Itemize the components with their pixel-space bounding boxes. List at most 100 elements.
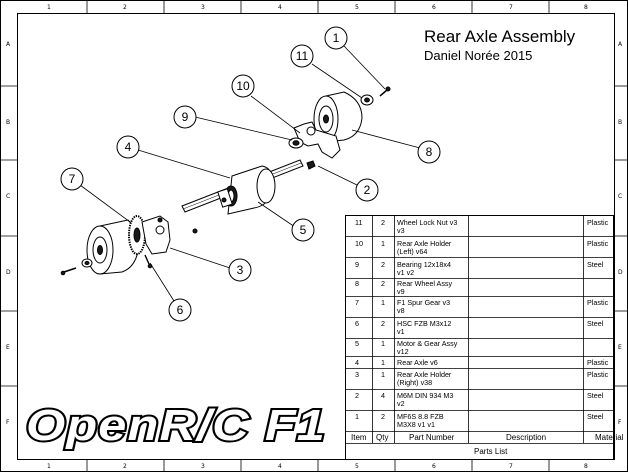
cell-part-number-cont: v1 v2 [397, 268, 414, 277]
leader-6 [149, 262, 175, 302]
cell-material: Steel [587, 412, 604, 421]
balloon-10-label: 10 [236, 79, 250, 93]
zone-col-label: 1 [47, 463, 51, 470]
zone-col-label: 6 [432, 4, 436, 11]
cell-part-number-cont: (Right) v38 [397, 378, 432, 387]
leader-4 [137, 149, 231, 179]
zone-col-label: 5 [355, 463, 359, 470]
parts-row: 5 1 Motor & Gear Assy v12 [355, 339, 458, 356]
zone-labels-left: A B C D E F [6, 41, 11, 426]
cell-item: 2 [355, 391, 359, 400]
balloon-9-circle [173, 105, 197, 129]
balloon-8-label: 8 [426, 145, 433, 159]
cell-part-number: Motor & Gear Assy [397, 339, 458, 348]
header-part-number: Part Number [409, 433, 455, 442]
header-material: Material [595, 433, 624, 442]
zone-labels-bottom: 1 2 3 4 5 6 7 8 [47, 463, 588, 470]
rear-axle-holder-right-shape [141, 215, 171, 255]
cell-part-number-cont: v1 [397, 327, 405, 336]
zone-col-label: 7 [509, 4, 513, 11]
logo-wordmark: OpenR/C F1 [26, 401, 326, 450]
zone-row-label: D [6, 269, 11, 276]
leader-10 [250, 95, 301, 134]
rear-wheel-right-shape [313, 91, 363, 143]
header-description: Description [506, 433, 546, 442]
leader-1 [343, 45, 386, 90]
cell-qty: 2 [381, 279, 385, 288]
cell-qty: 1 [381, 298, 385, 307]
cell-qty: 1 [381, 339, 385, 348]
cell-item: 8 [355, 279, 359, 288]
cell-material: Plastic [587, 370, 609, 379]
zone-row-label: A [618, 41, 623, 48]
parts-list-caption: Parts List [474, 447, 508, 456]
balloon-2-label: 2 [364, 183, 371, 197]
cell-item: 5 [355, 339, 359, 348]
zone-labels-top: 1 2 3 4 5 6 7 8 [47, 4, 588, 11]
cell-item: 3 [355, 370, 359, 379]
leader-5 [257, 201, 296, 228]
cell-qty: 1 [381, 370, 385, 379]
parts-row: 7 1 F1 Spur Gear v3 v8 Plastic [355, 298, 609, 315]
cell-part-number: Rear Axle Holder [397, 239, 452, 248]
balloon-6-label: 6 [177, 303, 184, 317]
cell-item: 4 [355, 358, 359, 367]
zone-col-label: 7 [509, 463, 513, 470]
leader-8 [351, 129, 421, 149]
inner-border [17, 13, 615, 460]
cell-material: Steel [587, 260, 604, 269]
zone-col-label: 3 [201, 4, 205, 11]
zone-row-label: E [6, 344, 10, 351]
zone-row-label: A [6, 41, 11, 48]
zone-col-label: 2 [123, 463, 127, 470]
parts-row: 2 4 M6M DIN 934 M3 v2 Steel [355, 391, 604, 408]
cell-part-number: Rear Axle Holder [397, 370, 452, 379]
cell-part-number: HSC FZB M3x12 [397, 319, 451, 328]
cell-part-number: Rear Axle v6 [397, 358, 438, 367]
balloon-11-label: 11 [296, 49, 309, 63]
screw-shape [379, 86, 391, 97]
motor-gear-assy-shape [217, 165, 276, 215]
drawing-title: Rear Axle Assembly [424, 27, 576, 46]
cell-item: 9 [355, 260, 359, 269]
zone-row-label: B [6, 119, 10, 126]
cell-material: Plastic [587, 298, 609, 307]
cell-qty: 4 [381, 391, 385, 400]
header-item: Item [351, 433, 367, 442]
balloon-11-circle [290, 44, 314, 68]
cell-part-number-cont: v8 [397, 306, 405, 315]
cell-part-number-cont: v3 [397, 226, 405, 235]
cell-part-number-cont: (Left) v64 [397, 247, 427, 256]
cell-material: Steel [587, 319, 604, 328]
balloon-1-label: 1 [333, 31, 340, 45]
parts-row: 11 2 Wheel Lock Nut v3 v3 Plastic [355, 218, 609, 235]
parts-row: 3 1 Rear Axle Holder (Right) v38 Plastic [355, 370, 609, 387]
cell-material: Plastic [587, 358, 609, 367]
parts-list-frame [345, 215, 614, 460]
leader-3 [169, 247, 231, 269]
parts-list-header: Item Qty Part Number Description Materia… [351, 433, 624, 442]
bearing-shape [288, 137, 304, 149]
leader-7 [79, 184, 131, 223]
rear-wheel-left-shape [86, 219, 139, 275]
cell-material: Plastic [587, 218, 609, 227]
cell-qty: 1 [381, 358, 385, 367]
zone-col-label: 4 [278, 4, 282, 11]
zone-row-label: D [618, 269, 623, 276]
cell-item: 6 [355, 319, 359, 328]
cell-qty: 2 [381, 319, 385, 328]
balloon-5-label: 5 [300, 223, 307, 237]
balloon-8-circle [417, 140, 441, 164]
zone-row-label: F [618, 419, 622, 426]
cell-material: Plastic [587, 239, 609, 248]
balloon-3-circle [228, 258, 252, 282]
parts-row: 4 1 Rear Axle v6 Plastic [355, 358, 609, 367]
parts-row: 9 2 Bearing 12x18x4 v1 v2 Steel [355, 260, 604, 277]
header-qty: Qty [376, 433, 388, 442]
cell-part-number-cont: v12 [397, 347, 409, 356]
cell-item: 11 [355, 218, 362, 227]
cell-qty: 2 [381, 260, 385, 269]
openrc-f1-logo: OpenR/C F1 [24, 399, 327, 452]
